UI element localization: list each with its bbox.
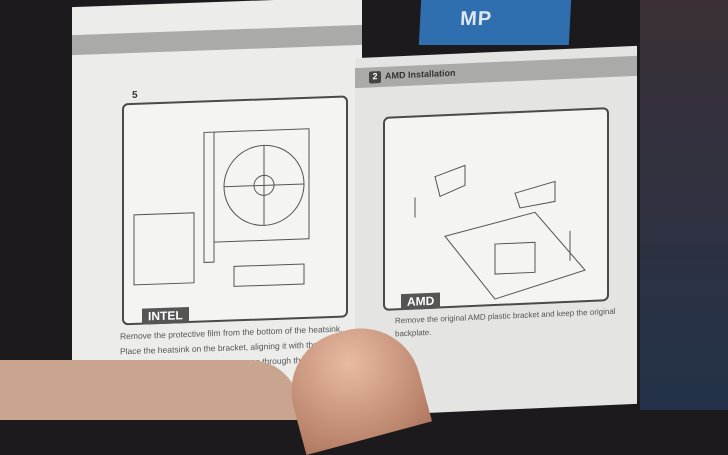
left-page: 5 INTEL Remove the protective film from … [72,0,362,418]
background-decor [640,0,728,410]
hand [0,360,300,420]
illustration-frame: INTEL [122,95,348,326]
step-number: 5 [132,89,138,101]
illustration-frame: AMD [383,107,609,311]
amd-tag: AMD [401,292,441,311]
cooler-illustration [133,128,310,287]
header-band [72,24,362,56]
amd-bracket-illustration [414,164,586,300]
background-box: MP [418,0,572,45]
section-number: 2 [369,71,381,84]
intel-tag: INTEL [142,306,189,325]
box-logo: MP [459,8,493,30]
section-title: AMD Installation [385,67,456,81]
